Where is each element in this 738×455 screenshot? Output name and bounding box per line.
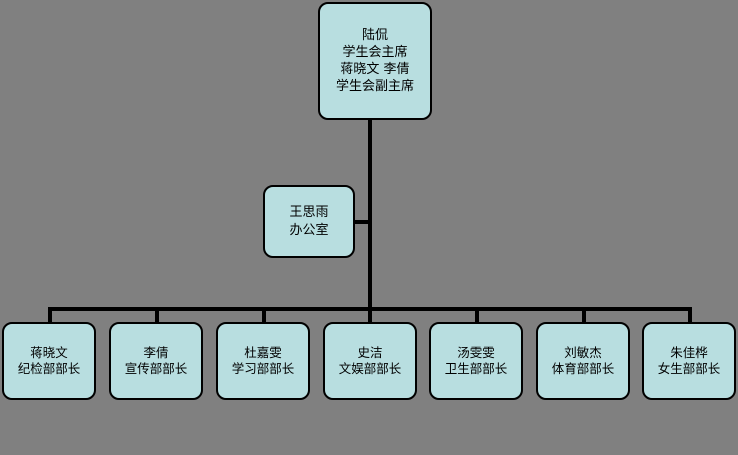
department-3-name: 杜嘉雯	[244, 344, 282, 360]
department-drop-5	[475, 307, 479, 323]
node-department-3[interactable]: 杜嘉雯 学习部部长	[216, 322, 310, 400]
department-7-role: 女生部部长	[657, 361, 721, 376]
department-drop-4	[368, 307, 372, 323]
department-drop-1	[48, 307, 52, 323]
department-6-role: 体育部部长	[551, 361, 615, 376]
office-name: 王思雨	[289, 205, 329, 221]
office-label: 办公室	[289, 222, 329, 238]
node-department-2[interactable]: 李倩 宣传部部长	[109, 322, 203, 400]
node-department-7[interactable]: 朱佳桦 女生部部长	[642, 322, 736, 400]
node-office[interactable]: 王思雨 办公室	[263, 185, 355, 258]
department-drop-6	[582, 307, 586, 323]
department-6-name: 刘敏杰	[564, 344, 602, 360]
department-5-name: 汤雯雯	[457, 344, 495, 360]
department-1-name: 蒋晓文	[30, 344, 68, 360]
department-drop-2	[155, 307, 159, 323]
department-3-role: 学习部部长	[231, 361, 295, 376]
department-2-role: 宣传部部长	[124, 361, 188, 376]
department-drop-7	[688, 307, 692, 323]
node-department-1[interactable]: 蒋晓文 纪检部部长	[2, 322, 96, 400]
vice-president-names: 蒋晓文 李倩	[340, 62, 410, 77]
president-name: 陆侃	[361, 27, 388, 43]
node-department-6[interactable]: 刘敏杰 体育部部长	[536, 322, 630, 400]
department-2-name: 李倩	[143, 344, 169, 360]
node-department-4[interactable]: 史洁 文娱部部长	[323, 322, 417, 400]
node-president[interactable]: 陆侃 学生会主席 蒋晓文 李倩 学生会副主席	[318, 2, 432, 120]
office-connector	[353, 220, 370, 224]
department-7-name: 朱佳桦	[670, 344, 708, 360]
department-drop-3	[262, 307, 266, 323]
president-title: 学生会主席	[342, 44, 408, 60]
vice-president-title: 学生会副主席	[335, 79, 414, 95]
department-4-name: 史洁	[357, 344, 383, 360]
node-department-5[interactable]: 汤雯雯 卫生部部长	[429, 322, 523, 400]
department-4-role: 文娱部部长	[338, 361, 402, 376]
department-1-role: 纪检部部长	[17, 361, 81, 376]
trunk-connector	[368, 120, 372, 310]
department-5-role: 卫生部部长	[444, 361, 508, 376]
